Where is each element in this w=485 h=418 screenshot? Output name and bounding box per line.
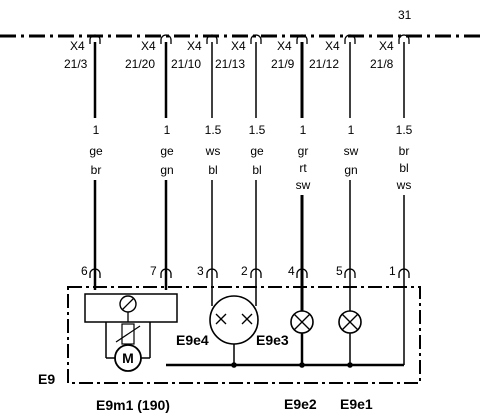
wire-color2-4: bl — [252, 163, 261, 177]
junction-dot-3 — [347, 362, 353, 368]
wire-color2-1: br — [91, 163, 102, 177]
lamp-e9e3-label: E9e3 — [256, 332, 289, 348]
plug-label-5: X4 — [277, 39, 292, 53]
wire-color3-7: ws — [396, 178, 412, 192]
wire-size-1: 1 — [93, 123, 100, 137]
junction-dot-2 — [299, 362, 305, 368]
potentiometer-arrow — [115, 325, 141, 343]
wire-size-2: 1 — [164, 123, 171, 137]
pin-number-3: 3 — [197, 264, 204, 278]
wire-color1-5: gr — [298, 144, 309, 158]
wire-color1-3: ws — [205, 144, 221, 158]
fork-symbol-4 — [250, 34, 262, 44]
pin-label-3: 21/10 — [171, 57, 201, 71]
potentiometer-symbol — [121, 323, 135, 345]
wire-size-5: 1 — [300, 123, 307, 137]
plug-label-6: X4 — [325, 39, 340, 53]
pin-label-1: 21/3 — [64, 57, 88, 71]
pin-number-4: 4 — [288, 264, 295, 278]
wire-size-7: 1.5 — [396, 123, 413, 137]
pin-labels: 21/3 21/20 21/10 21/13 21/9 21/12 21/8 — [64, 57, 394, 71]
wire-color2-2: gn — [160, 163, 173, 177]
wire-color2-7: bl — [399, 161, 408, 175]
fork-symbol-2 — [160, 34, 172, 44]
lower-fork-2 — [250, 268, 262, 278]
motor-symbol-label: M — [122, 350, 134, 366]
wire-color1-7: br — [399, 144, 410, 158]
lower-fork-3 — [206, 268, 218, 278]
pin-label-7: 21/8 — [370, 57, 394, 71]
wire-size-3: 1.5 — [205, 123, 222, 137]
wire-size-6: 1 — [348, 123, 355, 137]
lamp-e9e4-label: E9e4 — [176, 332, 209, 348]
fork-symbol-5 — [296, 34, 308, 44]
lower-fork-4 — [296, 268, 308, 278]
lamps — [209, 278, 362, 365]
module-e9-label: E9 — [38, 371, 55, 387]
ground-terminal-label: 31 — [398, 8, 412, 22]
motor-e9m1-label: E9m1 (190) — [96, 397, 170, 413]
wire-color2-6: gn — [344, 163, 357, 177]
lamp-e9e2-label: E9e2 — [284, 396, 317, 412]
pin-number-1: 1 — [389, 264, 396, 278]
lower-connector-symbols — [89, 268, 410, 278]
lower-fork-7 — [160, 268, 172, 278]
top-connector-symbols — [89, 34, 410, 44]
wire-color1-4: ge — [250, 144, 264, 158]
wire-spec-labels: 1 ge br 1 ge gn 1.5 ws bl 1.5 ge bl 1 gr… — [89, 123, 412, 192]
lamp-e9e1-label: E9e1 — [340, 396, 373, 412]
pin-label-5: 21/9 — [271, 57, 295, 71]
motor-control-box — [84, 293, 178, 323]
wire-color2-3: bl — [208, 163, 217, 177]
wire-size-4: 1.5 — [249, 123, 266, 137]
plug-label-3: X4 — [187, 39, 202, 53]
fork-symbol-7 — [398, 34, 410, 44]
fork-symbol-1 — [89, 34, 101, 44]
module-e9-boundary — [67, 286, 421, 384]
lower-fork-6 — [89, 268, 101, 278]
wire-color3-5: sw — [296, 178, 311, 192]
lower-fork-5 — [344, 268, 356, 278]
pin-label-6: 21/12 — [309, 57, 339, 71]
plug-label-1: X4 — [70, 39, 85, 53]
wires — [93, 42, 405, 365]
pin-label-2: 21/20 — [125, 57, 155, 71]
wire-color2-5: rt — [299, 161, 307, 175]
sensor-arrow-stem — [121, 297, 135, 311]
lamp-cross-1b — [215, 313, 227, 325]
plug-labels: X4 X4 X4 X4 X4 X4 X4 — [70, 39, 394, 53]
pin-number-5: 5 — [336, 264, 343, 278]
lamp-e9e4-e9e3-circle — [209, 295, 259, 345]
pin-number-6: 6 — [81, 264, 88, 278]
pin-label-4: 21/13 — [215, 57, 245, 71]
lower-fork-1 — [398, 268, 410, 278]
plug-label-2: X4 — [141, 39, 156, 53]
motor-unit — [84, 293, 178, 372]
wire-color1-2: ge — [160, 144, 174, 158]
plug-label-7: X4 — [379, 39, 394, 53]
wire-color1-1: ge — [89, 144, 103, 158]
fork-symbol-3 — [206, 34, 218, 44]
pin-number-2: 2 — [241, 264, 248, 278]
lamp-cross-2b — [241, 313, 253, 325]
lamp-e9e2-cross-b — [293, 313, 311, 331]
pin-number-7: 7 — [150, 264, 157, 278]
junction-dots — [231, 362, 353, 368]
lamp-e9e1-cross-b — [341, 313, 359, 331]
fork-symbol-6 — [344, 34, 356, 44]
wire-color1-6: sw — [344, 144, 359, 158]
lower-pin-numbers: 6 7 3 2 4 5 1 — [81, 264, 396, 278]
plug-label-4: X4 — [231, 39, 246, 53]
junction-dot-1 — [231, 362, 237, 368]
